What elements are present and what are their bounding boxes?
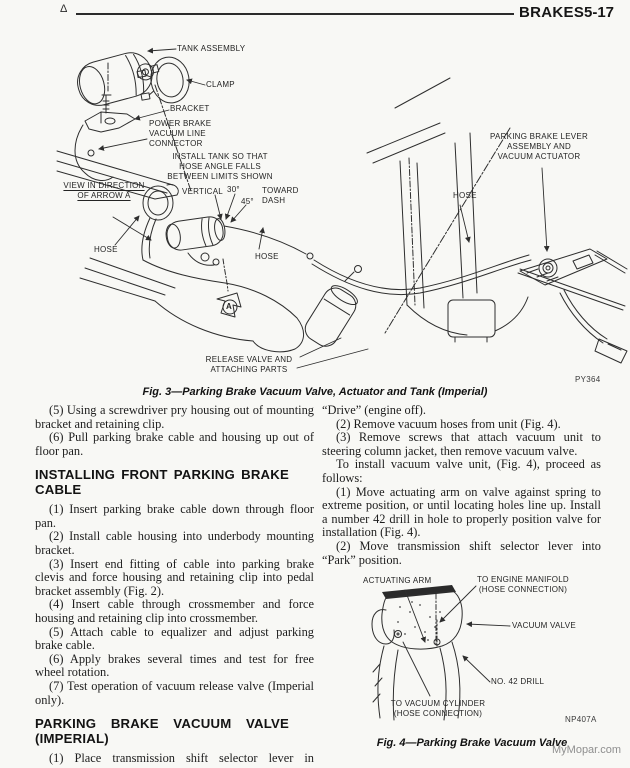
fig4-caption: Fig. 4—Parking Brake Vacuum Valve	[376, 737, 568, 749]
fig3-label-arrow-a: A	[226, 302, 233, 311]
paragraph: (5) Attach cable to equalizer and adjust…	[35, 624, 314, 653]
section-heading: PARKING BRAKE VACUUM VALVE (IMPERIAL)	[35, 716, 289, 746]
paragraph: (1) Insert parking brake cable down thro…	[35, 502, 314, 530]
paragraph: (1) Move actuating arm on valve against …	[322, 484, 601, 540]
left-column: (5) Using a screwdriver pry housing out …	[35, 403, 314, 766]
fig3-label-release-valve: RELEASE VALVE AND ATTACHING PARTS	[205, 355, 293, 374]
paragraph: “Drive” (engine off).	[322, 403, 427, 417]
fig3-label-view-direction: VIEW IN DIRECTION OF ARROW A	[63, 181, 145, 200]
fig3-label-vertical: VERTICAL	[182, 187, 223, 196]
paragraph: (6) Pull parking brake cable and housing…	[35, 430, 314, 458]
fig3-label-hose-center: HOSE	[255, 252, 279, 261]
header-rule	[76, 13, 514, 15]
fig4-part-code: NP407A	[565, 715, 597, 724]
fig3-label-tank-assembly: TANK ASSEMBLY	[177, 44, 246, 53]
fig3-label-toward-dash: TOWARD DASH	[262, 186, 299, 205]
fig4-line-art	[371, 585, 511, 721]
fig3-label-hose-left: HOSE	[94, 245, 118, 254]
fig3-label-install-note: INSTALL TANK SO THAT HOSE ANGLE FALLS BE…	[167, 152, 273, 181]
triangle-marker-icon: Δ	[60, 3, 68, 15]
fig4-label-actuating-arm: ACTUATING ARM	[363, 576, 432, 585]
fig4-label-vacuum-valve: VACUUM VALVE	[512, 621, 576, 630]
fig3-label-angle-30: 30°	[227, 185, 240, 194]
fig3-part-code: PY364	[575, 375, 601, 384]
paragraph: (3) Insert end fitting of cable into par…	[35, 556, 314, 598]
paragraph: (1) Place transmission shift selector le…	[49, 750, 314, 765]
right-column: “Drive” (engine off). (2) Remove vacuum …	[322, 403, 601, 567]
fig3-label-bracket: BRACKET	[170, 104, 210, 113]
paragraph: (2) Remove vacuum hoses from unit (Fig. …	[336, 416, 561, 431]
paragraph: (6) Apply brakes several times and test …	[35, 651, 314, 680]
page-number: 5-17	[584, 4, 615, 21]
section-heading: INSTALLING FRONT PARKING BRAKE CABLE	[35, 467, 289, 497]
paragraph: (2) Install cable housing into underbody…	[35, 529, 314, 557]
fig3-caption: Fig. 3—Parking Brake Vacuum Valve, Actua…	[142, 386, 488, 398]
paragraph: (7) Test operation of vacuum release val…	[35, 678, 314, 707]
section-title: BRAKES	[519, 4, 585, 21]
fig3-label-hose-right: HOSE	[453, 191, 477, 200]
paragraph: (5) Using a screwdriver pry housing out …	[35, 403, 314, 431]
fig3-line-art	[56, 47, 628, 369]
fig4-label-engine-manifold: TO ENGINE MANIFOLD (HOSE CONNECTION)	[477, 575, 569, 594]
fig4-label-no42-drill: NO. 42 DRILL	[491, 677, 545, 686]
fig3-label-angle-45: 45°	[241, 197, 254, 206]
watermark: MyMopar.com	[552, 744, 622, 756]
fig3-label-power-brake-connector: POWER BRAKE VACUUM LINE CONNECTOR	[149, 119, 212, 148]
fig3-label-lever-assembly: PARKING BRAKE LEVER ASSEMBLY AND VACUUM …	[490, 132, 588, 161]
paragraph: (4) Insert cable through crossmember and…	[35, 597, 314, 625]
fig3-label-clamp: CLAMP	[206, 80, 235, 89]
fig4-label-vacuum-cylinder: TO VACUUM CYLINDER (HOSE CONNECTION)	[390, 699, 486, 718]
paragraph: (3) Remove screws that attach vacuum uni…	[322, 430, 601, 458]
paragraph: To install vacuum valve unit, (Fig. 4), …	[322, 457, 601, 485]
paragraph: (2) Move transmission shift selector lev…	[322, 538, 601, 567]
